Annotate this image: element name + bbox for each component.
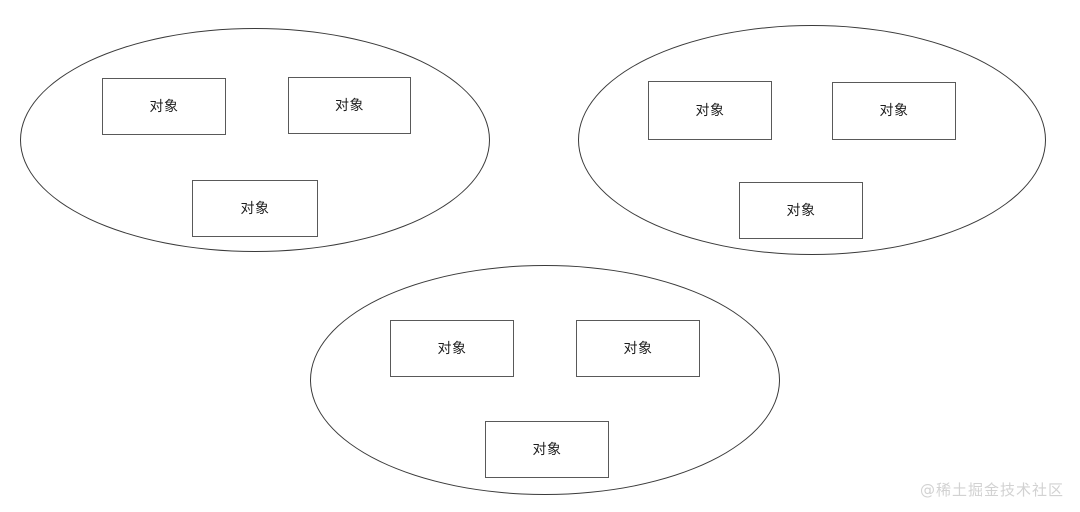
object-label: 对象 xyxy=(695,102,725,119)
object-box-3-1[interactable]: 对象 xyxy=(390,320,514,377)
watermark: @稀土掘金技术社区 xyxy=(919,481,1064,499)
object-box-3-2[interactable]: 对象 xyxy=(576,320,700,377)
object-label: 对象 xyxy=(879,103,909,119)
object-box-2-1[interactable]: 对象 xyxy=(648,81,772,140)
group-2-ellipse xyxy=(578,25,1046,255)
object-box-2-2[interactable]: 对象 xyxy=(832,82,956,140)
group-1-ellipse xyxy=(20,28,490,252)
object-box-1-3[interactable]: 对象 xyxy=(192,180,318,237)
object-box-3-3[interactable]: 对象 xyxy=(485,421,609,478)
object-label: 对象 xyxy=(786,202,816,219)
object-box-1-2[interactable]: 对象 xyxy=(288,77,411,134)
object-label: 对象 xyxy=(623,340,653,357)
object-label: 对象 xyxy=(149,98,179,115)
object-label: 对象 xyxy=(335,97,364,114)
object-box-2-3[interactable]: 对象 xyxy=(739,182,863,239)
object-label: 对象 xyxy=(532,441,562,458)
object-label: 对象 xyxy=(437,340,467,357)
group-3 xyxy=(310,265,780,495)
object-box-1-1[interactable]: 对象 xyxy=(102,78,226,135)
group-2 xyxy=(578,25,1046,255)
group-1 xyxy=(20,28,490,252)
object-label: 对象 xyxy=(240,200,270,217)
group-3-ellipse xyxy=(310,265,780,495)
